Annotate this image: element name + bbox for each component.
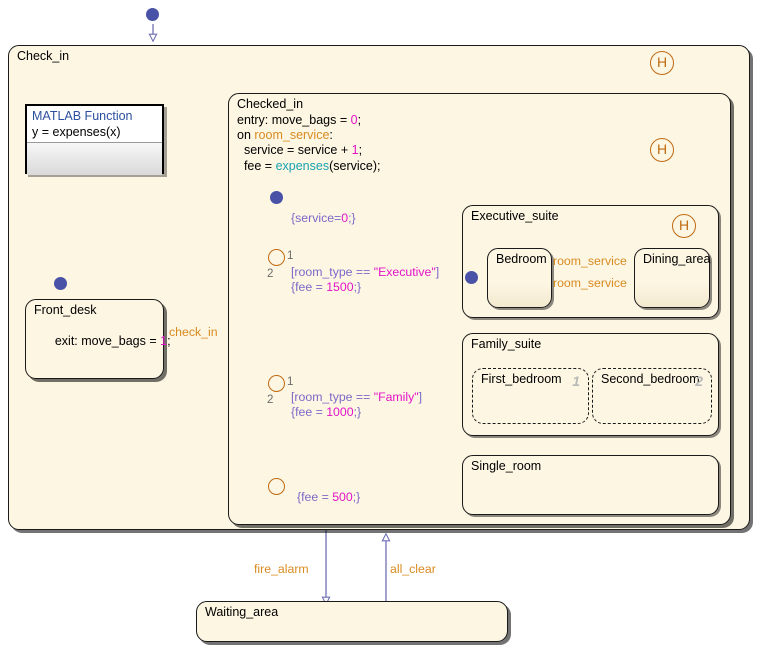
matlab-function-body xyxy=(27,143,162,175)
junction-executive[interactable] xyxy=(268,249,285,266)
state-bedroom-label: Bedroom xyxy=(496,252,547,266)
junction-family-out1: 1 xyxy=(287,376,294,388)
state-first-bedroom-label: First_bedroom xyxy=(481,372,562,386)
history-junction-executive-suite[interactable]: H xyxy=(672,214,696,238)
state-second-bedroom[interactable]: Second_bedroom 2 xyxy=(592,368,712,424)
state-checked-in-body: entry: move_bags = 0; on room_service: s… xyxy=(237,113,381,173)
default-transition-dot-front-desk xyxy=(54,277,67,290)
transition-label-room-service-bottom: room_service xyxy=(553,276,627,290)
state-executive-suite-label: Executive_suite xyxy=(471,209,559,223)
state-single-room-label: Single_room xyxy=(471,459,542,473)
transition-label-executive: [room_type == "Executive"] {fee = 1500;} xyxy=(291,265,440,294)
state-bedroom[interactable]: Bedroom xyxy=(487,248,552,308)
transition-label-family: [room_type == "Family"] {fee = 1000;} xyxy=(291,390,423,419)
state-single-room[interactable]: Single_room xyxy=(462,455,719,515)
default-transition-dot-executive-suite xyxy=(465,271,478,284)
state-dining-area-label: Dining_area xyxy=(643,252,711,266)
state-family-suite-label: Family_suite xyxy=(471,337,542,351)
junction-executive-out2: 2 xyxy=(267,268,274,280)
state-check-in-label: Check_in xyxy=(17,49,70,63)
state-dining-area[interactable]: Dining_area xyxy=(634,248,710,308)
state-waiting-area-label: Waiting_area xyxy=(205,605,279,619)
state-second-bedroom-label: Second_bedroom xyxy=(601,372,700,386)
state-first-bedroom[interactable]: First_bedroom 1 xyxy=(472,368,589,424)
history-junction-check-in[interactable]: H xyxy=(650,51,674,75)
state-front-desk-body: exit: move_bags = 1; xyxy=(54,334,171,349)
matlab-function-block[interactable]: MATLAB Function y = expenses(x) xyxy=(25,104,164,175)
default-transition-dot-chart xyxy=(146,8,159,21)
transition-label-check-in: check_in xyxy=(169,325,218,339)
history-junction-checked-in[interactable]: H xyxy=(650,138,674,162)
state-first-bedroom-order: 1 xyxy=(572,373,580,389)
junction-single[interactable] xyxy=(268,478,285,495)
transition-label-single: {fee = 500;} xyxy=(297,490,361,504)
junction-family-out2: 2 xyxy=(267,394,274,406)
transition-label-fire-alarm: fire_alarm xyxy=(254,562,309,576)
matlab-function-signature: y = expenses(x) xyxy=(27,124,162,143)
transition-label-service-init: {service=0;} xyxy=(291,211,356,225)
state-second-bedroom-order: 2 xyxy=(695,373,703,389)
transition-label-room-service-top: room_service xyxy=(553,254,627,268)
junction-family[interactable] xyxy=(268,375,285,392)
junction-executive-out1: 1 xyxy=(287,250,294,262)
default-transition-dot-checked-in xyxy=(270,191,283,204)
state-front-desk[interactable]: Front_desk exit: move_bags = 1; xyxy=(25,299,171,379)
state-waiting-area[interactable]: Waiting_area xyxy=(196,601,508,642)
state-front-desk-label: Front_desk xyxy=(34,303,97,317)
state-checked-in-label: Checked_in xyxy=(237,97,304,111)
transition-label-all-clear: all_clear xyxy=(390,562,436,576)
matlab-function-title: MATLAB Function xyxy=(27,106,162,124)
